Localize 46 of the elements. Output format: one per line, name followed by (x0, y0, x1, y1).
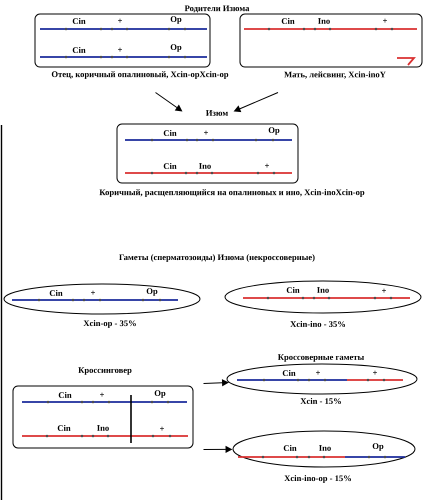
gene-label: Cin (72, 18, 86, 24)
gene-label: + (383, 18, 387, 23)
arrow (155, 92, 182, 112)
gene-label: Cin (164, 130, 177, 136)
gene-label: Cin (72, 47, 86, 54)
node-label: Отец, коричный опалиновый, Xcin-opXcin-op (52, 71, 228, 79)
gene-label: Ino (97, 425, 109, 431)
gene-label: + (373, 370, 377, 375)
heading: Изюм (206, 110, 228, 116)
gene-label: + (91, 290, 95, 295)
heading: Гаметы (сперматозоиды) Изюма (некроссоверные) (119, 254, 315, 262)
gene-label: Cin (50, 290, 63, 296)
node-label: Xcin-ino - 35% (290, 320, 346, 328)
heading: Кроссоверные гаметы (278, 354, 364, 362)
node-label: Xcin-op - 35% (84, 320, 136, 328)
gene-label: Ino (318, 18, 330, 24)
node-label: Xcin-ino-op - 15% (284, 475, 351, 483)
gene-label: + (382, 288, 386, 293)
heading: Родители Изюма (184, 5, 250, 13)
gene-label: Cin (58, 425, 71, 431)
gene-label: Op (170, 44, 182, 52)
gene-label: Op (154, 390, 166, 398)
heading: Кроссинговер (78, 367, 132, 375)
gene-label: Op (146, 288, 158, 296)
gene-label: + (100, 392, 104, 397)
gene-label: Cin (286, 287, 300, 293)
gene-label: Cin (58, 392, 72, 398)
gene-label: Cin (282, 370, 296, 376)
gene-label: + (118, 48, 122, 52)
gene-label: Ino (319, 445, 331, 451)
node-label: Мать, лейсвинг, Xcin-inoY (284, 71, 386, 79)
gene-label: Cin (284, 445, 297, 451)
node-label: Коричный, расщепляющийся на опалиновых и ино, Xcin-inoXcin-op (99, 189, 364, 197)
gene-label: Cin (282, 18, 295, 24)
gene-label: Op (170, 16, 182, 24)
gene-label: Op (372, 443, 384, 451)
gene-label: Cin (164, 163, 177, 169)
gene-label: + (160, 426, 164, 431)
gene-label: Ino (199, 163, 211, 169)
gene-label: Op (268, 127, 280, 135)
gene-label: + (265, 164, 269, 168)
gene-label: Ino (317, 287, 329, 293)
gene-label: + (204, 130, 208, 135)
node-label: Xcin - 15% (300, 398, 341, 404)
gene-label: + (118, 18, 122, 23)
gene-label: + (316, 370, 320, 375)
